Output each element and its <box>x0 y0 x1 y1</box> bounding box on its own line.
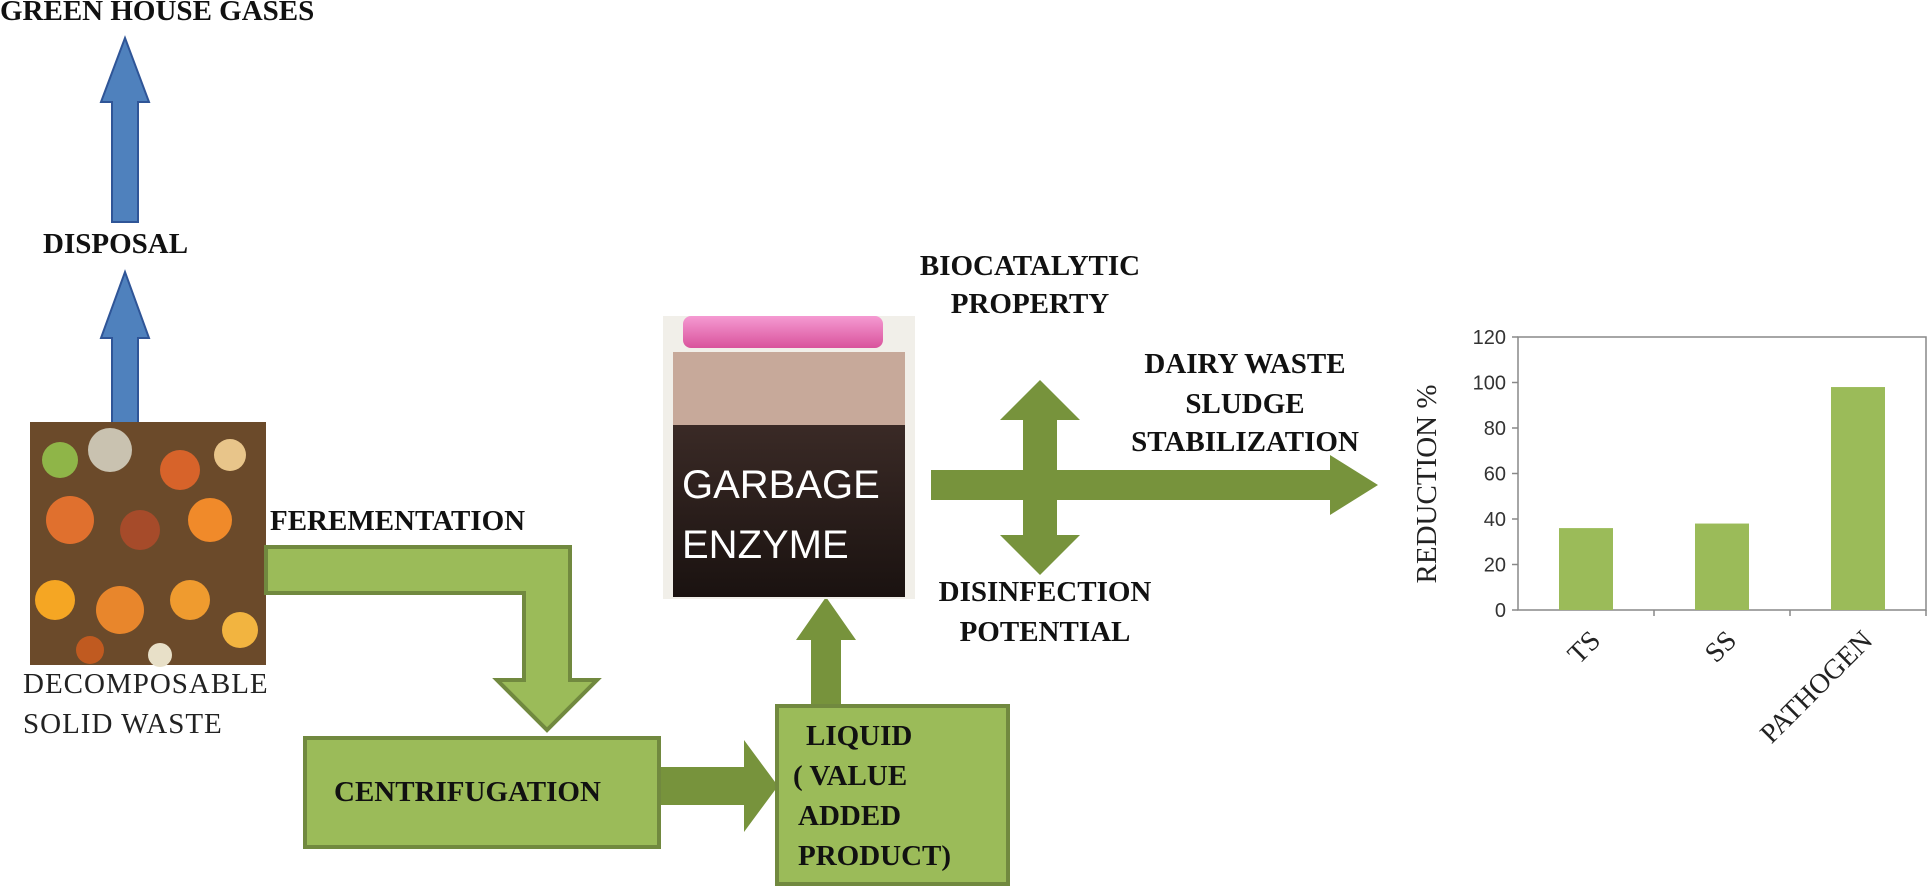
disposal-label: DISPOSAL <box>43 228 189 260</box>
y-axis-title: REDUCTION % <box>1411 385 1443 584</box>
centrifugation-label: CENTRIFUGATION <box>334 776 601 808</box>
y-tick-label: 40 <box>1484 509 1506 531</box>
dairy-waste-label-line3: STABILIZATION <box>1131 426 1359 458</box>
fermentation-label: FEREMENTATION <box>270 505 526 537</box>
centrifugation-to-liquid-arrow <box>658 740 778 832</box>
garbage-enzyme-caption: GARBAGE ENZYME <box>682 455 880 575</box>
dairy-waste-label-line2: SLUDGE <box>1185 388 1305 420</box>
green-house-gases-label: GREEN HOUSE GASES <box>0 0 315 27</box>
fermentation-arrow <box>264 545 602 733</box>
bar-pathogen <box>1831 387 1885 610</box>
y-tick-label: 100 <box>1473 373 1506 395</box>
liquid-label-line1: LIQUID <box>806 720 913 752</box>
bar-ss <box>1695 523 1749 610</box>
y-tick-label: 120 <box>1473 327 1506 349</box>
disinfection-label-line1: DISINFECTION <box>938 576 1152 608</box>
y-tick-label: 60 <box>1484 464 1506 486</box>
disposal-arrow <box>99 269 151 431</box>
liquid-to-enzyme-arrow <box>796 597 856 706</box>
greenhouse-arrow <box>99 35 151 223</box>
solid-waste-photo <box>30 422 266 667</box>
x-tick-label: TS <box>1562 625 1607 670</box>
vertical-double-arrow <box>1000 380 1080 575</box>
garbage-enzyme-line2: ENZYME <box>682 523 849 567</box>
dairy-waste-label-line1: DAIRY WASTE <box>1144 348 1346 380</box>
centrifugation-box: CENTRIFUGATION <box>303 736 661 849</box>
liquid-label-line3: ADDED <box>798 800 902 832</box>
liquid-label-line2: ( VALUE <box>793 760 908 792</box>
decomposable-label-line1: DECOMPOSABLE <box>23 668 269 700</box>
y-tick-label: 80 <box>1484 418 1506 440</box>
liquid-value-added-box: LIQUID ( VALUE ADDED PRODUCT) <box>775 704 1010 886</box>
y-tick-label: 0 <box>1495 600 1506 622</box>
x-tick-label: PATHOGEN <box>1754 625 1879 750</box>
garbage-enzyme-line1: GARBAGE <box>682 463 880 507</box>
x-tick-label: SS <box>1699 625 1743 669</box>
garbage-enzyme-photo <box>663 316 915 599</box>
y-tick-label: 20 <box>1484 555 1506 577</box>
bar-ts <box>1559 528 1613 610</box>
disinfection-label-line2: POTENTIAL <box>959 616 1131 648</box>
liquid-label-line4: PRODUCT) <box>798 840 952 872</box>
biocatalytic-label-line1: BIOCATALYTIC <box>919 250 1141 282</box>
biocatalytic-label-line2: PROPERTY <box>950 288 1110 320</box>
decomposable-label-line2: SOLID WASTE <box>23 708 223 740</box>
